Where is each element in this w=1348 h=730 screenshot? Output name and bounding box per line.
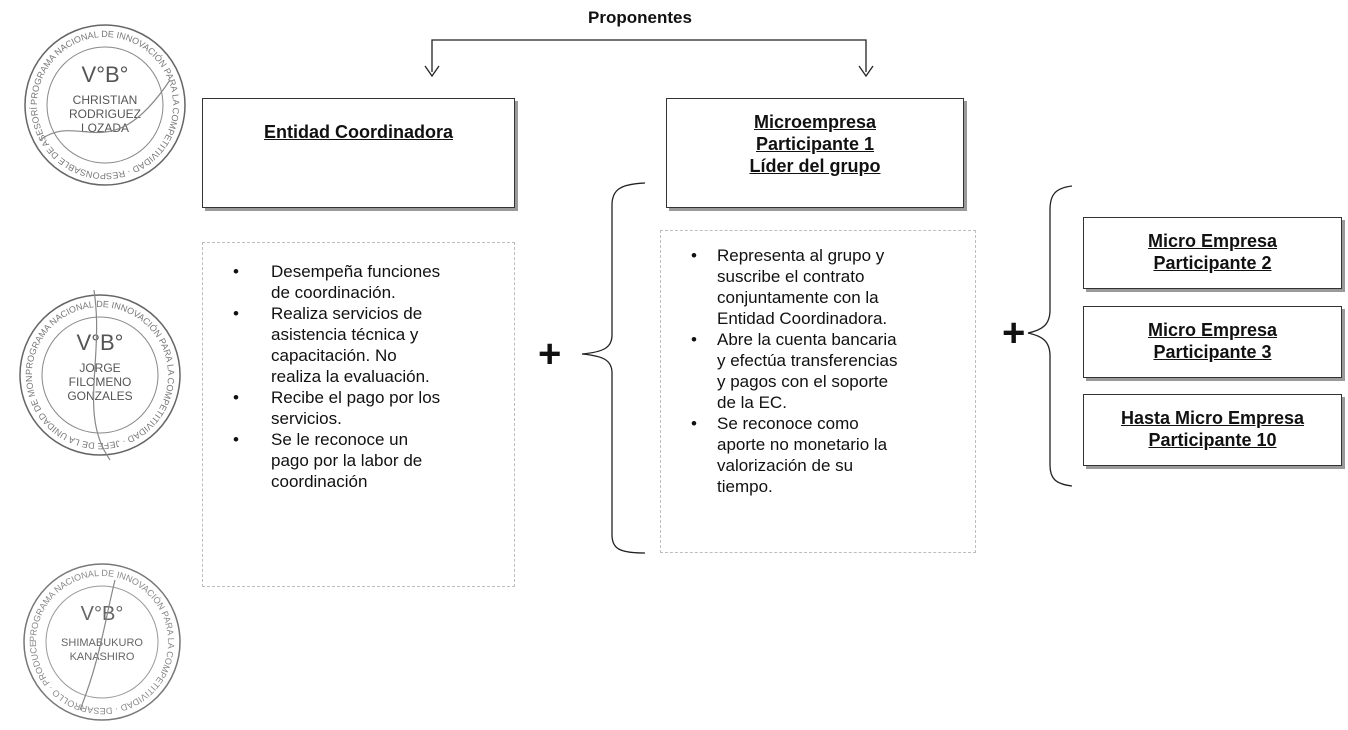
bullet-text-line: y efectúa transferencias (717, 351, 898, 370)
svg-text:KANASHIRO: KANASHIRO (70, 651, 135, 663)
bullet-text-line: Desempeña funciones (271, 262, 441, 281)
bullet-text-line: Abre la cuenta bancaria (717, 330, 897, 349)
bullet-text-line: pago por la labor de (271, 451, 423, 470)
participant-box: Hasta Micro Empresa Participante 10 (1083, 394, 1342, 466)
arrow-right-head (858, 65, 874, 78)
bullet-glyph: • (233, 304, 239, 323)
participant-title-line: Hasta Micro Empresa (1120, 408, 1305, 428)
approval-stamp: PROGRAMA NACIONAL DE INNOVACIÓN PARA LA … (19, 552, 185, 730)
svg-text:JORGE: JORGE (79, 361, 120, 375)
leader-bullets-panel: • Representa al grupo y suscribe el cont… (660, 230, 976, 553)
svg-text:CHRISTIAN: CHRISTIAN (73, 93, 138, 107)
plus-sign: + (1002, 311, 1026, 355)
coordinator-bullet: • Desempeña funciones de coordinación. (233, 261, 514, 303)
coordinator-bullet-list: • Desempeña funciones de coordinación. •… (233, 261, 514, 492)
bullet-text-line: y pagos con el soporte (717, 372, 889, 391)
arrow-left-head (424, 65, 440, 78)
coordinator-box: Entidad Coordinadora (202, 98, 515, 208)
coordinator-bullet: • Recibe el pago por los servicios. (233, 387, 514, 429)
coordinator-bullet: • Realiza servicios de asistencia técnic… (233, 303, 514, 387)
svg-text:V°B°: V°B° (77, 330, 124, 355)
coordinator-bullets-panel: • Desempeña funciones de coordinación. •… (202, 242, 515, 587)
svg-text:GONZALES: GONZALES (67, 389, 132, 403)
leader-bullet-list: • Representa al grupo y suscribe el cont… (691, 245, 975, 497)
participant-title-line: Participante 3 (1153, 342, 1272, 362)
bullet-glyph: • (233, 262, 239, 281)
leader-bullet: • Abre la cuenta bancaria y efectúa tran… (691, 329, 975, 413)
bullet-text-line: Se reconoce como (717, 414, 859, 433)
stamp-seal-icon: PROGRAMA NACIONAL DE INNOVACIÓN PARA LA … (11, 269, 181, 461)
participant-title-line: Micro Empresa (1147, 320, 1278, 340)
bullet-glyph: • (691, 246, 697, 265)
approval-stamp: PROGRAMA NACIONAL DE INNOVACIÓN PARA LA … (16, 12, 190, 195)
bullet-text-line: asistencia técnica y (271, 325, 419, 344)
leader-box: Microempresa Participante 1 Líder del gr… (666, 98, 964, 208)
bullet-text-line: capacitación. No (271, 346, 397, 365)
plus-sign: + (538, 332, 562, 376)
bullet-glyph: • (233, 388, 239, 407)
bullet-text-line: valorización de su (717, 456, 854, 475)
participant-box: Micro Empresa Participante 3 (1083, 306, 1342, 378)
proponentes-bracket (431, 39, 867, 72)
bullet-text-line: servicios. (271, 409, 342, 428)
leader-bullet: • Representa al grupo y suscribe el cont… (691, 245, 975, 329)
bullet-text-line: de coordinación. (271, 283, 396, 302)
bullet-text-line: Entidad Coordinadora. (717, 309, 888, 328)
bullet-text-line: aporte no monetario la (717, 435, 888, 454)
coordinator-bullet: • Se le reconoce un pago por la labor de… (233, 429, 514, 492)
participant-box: Micro Empresa Participante 2 (1083, 217, 1342, 289)
diagram-title: Proponentes (588, 8, 692, 27)
right-brace (1027, 185, 1073, 487)
bullet-text-line: realiza la evaluación. (271, 367, 430, 386)
bullet-text-line: suscribe el contrato (717, 267, 865, 286)
stamp-seal-icon: PROGRAMA NACIONAL DE INNOVACIÓN PARA LA … (16, 12, 186, 186)
leader-title-line: Participante 1 (755, 134, 875, 154)
bullet-text-line: tiempo. (717, 477, 773, 496)
bullet-text-line: Se le reconoce un (271, 430, 409, 449)
participant-title-line: Participante 10 (1148, 430, 1277, 450)
svg-text:V°B°: V°B° (82, 62, 129, 87)
approval-stamp: PROGRAMA NACIONAL DE INNOVACIÓN PARA LA … (11, 269, 185, 470)
participant-title-line: Micro Empresa (1147, 231, 1278, 251)
svg-text:SHIMABUKURO: SHIMABUKURO (61, 637, 143, 649)
bullet-text-line: de la EC. (717, 393, 787, 412)
bullet-glyph: • (233, 430, 239, 449)
left-brace (581, 182, 646, 554)
bullet-text-line: conjuntamente con la (717, 288, 879, 307)
svg-text:V°B°: V°B° (81, 603, 124, 625)
stamp-seal-icon: PROGRAMA NACIONAL DE INNOVACIÓN PARA LA … (19, 552, 181, 721)
svg-text:FILOMENO: FILOMENO (69, 375, 132, 389)
svg-text:LOZADA: LOZADA (81, 121, 129, 135)
leader-title-line: Microempresa (753, 112, 877, 132)
svg-text:RODRIGUEZ: RODRIGUEZ (69, 107, 141, 121)
leader-bullet: • Se reconoce como aporte no monetario l… (691, 413, 975, 497)
bullet-text-line: Representa al grupo y (717, 246, 885, 265)
bullet-glyph: • (691, 330, 697, 349)
participant-title-line: Participante 2 (1153, 253, 1272, 273)
coordinator-title: Entidad Coordinadora (264, 122, 453, 142)
bullet-glyph: • (691, 414, 697, 433)
leader-title: Microempresa Participante 1 Líder del gr… (667, 111, 963, 177)
bullet-text-line: coordinación (271, 472, 368, 491)
bullet-text-line: Realiza servicios de (271, 304, 423, 323)
leader-title-line: Líder del grupo (749, 156, 881, 176)
bullet-text-line: Recibe el pago por los (271, 388, 441, 407)
